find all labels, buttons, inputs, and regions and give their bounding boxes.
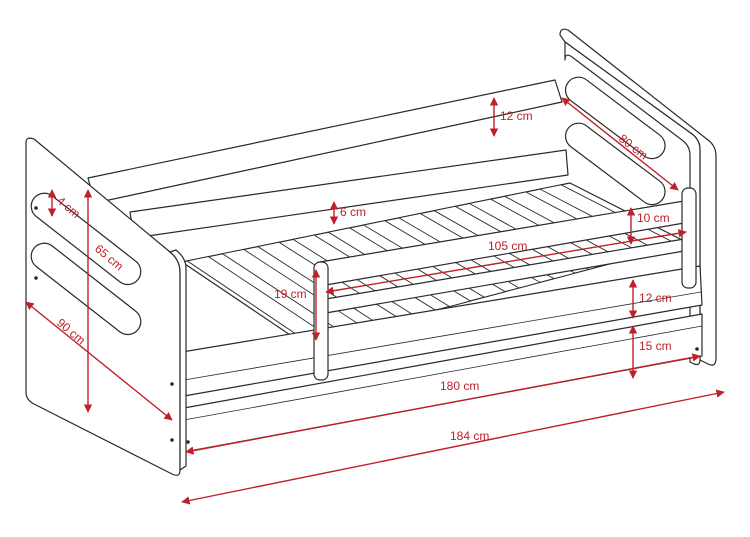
- label-mattress-length: 180 cm: [440, 379, 479, 393]
- dim-slat-gap: 6 cm: [329, 201, 366, 225]
- label-side-rail: 10 cm: [637, 211, 670, 225]
- dim-front-board: 12 cm: [628, 279, 672, 319]
- label-guard-height: 19 cm: [274, 287, 307, 301]
- label-total-length: 184 cm: [450, 429, 489, 443]
- dim-top-rail: 12 cm: [489, 97, 533, 137]
- dim-guard-height: 19 cm: [274, 269, 321, 341]
- dim-guard-length: 105 cm: [325, 229, 687, 295]
- label-front-board: 12 cm: [639, 291, 672, 305]
- label-slat-gap: 6 cm: [340, 205, 366, 219]
- label-top-rail: 12 cm: [500, 109, 533, 123]
- label-guard-length: 105 cm: [488, 239, 527, 253]
- label-drawer: 15 cm: [639, 339, 672, 353]
- dim-total-length: 184 cm: [181, 389, 725, 505]
